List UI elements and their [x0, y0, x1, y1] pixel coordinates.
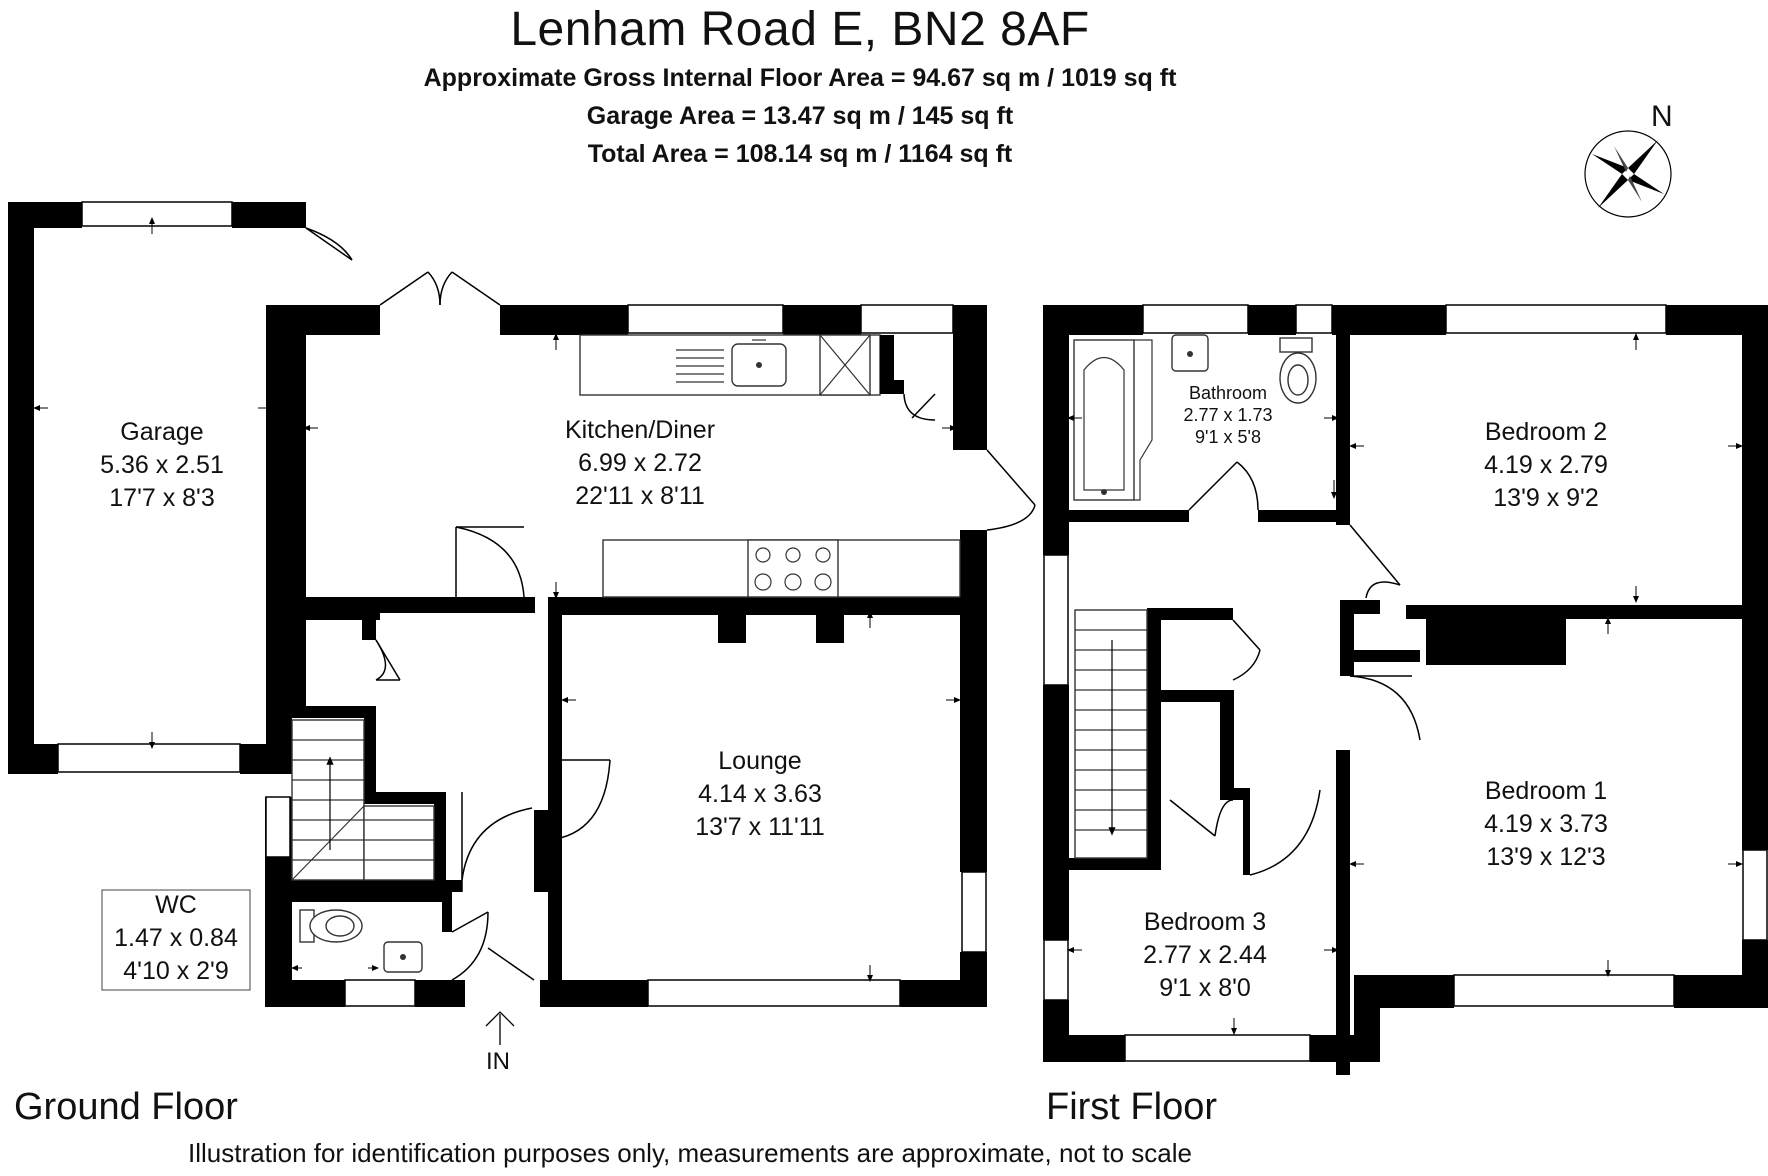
ground-staircase — [291, 719, 435, 881]
room-metric: 4.19 x 3.73 — [1484, 810, 1608, 838]
wc-door — [451, 911, 535, 981]
room-metric: 4.19 x 2.79 — [1484, 451, 1608, 479]
drainer-icon — [676, 349, 724, 383]
bathroom-basin-icon — [1171, 334, 1209, 372]
kitchen-side-door — [986, 449, 1036, 531]
bathroom-toilet-icon — [1279, 337, 1317, 404]
bedroom1-door — [1349, 675, 1421, 741]
bedroom1-label: Bedroom 1 4.19 x 3.73 13'9 x 12'3 — [1446, 775, 1646, 874]
boiler-cupboard-icon — [819, 334, 871, 396]
room-name: Kitchen/Diner — [564, 416, 716, 444]
first-outer-walls — [1043, 304, 1768, 1062]
ground-floor-plan — [8, 201, 1036, 1045]
hall-walls — [265, 597, 548, 907]
room-name: Garage — [120, 418, 204, 446]
room-name: Bedroom 1 — [1484, 777, 1608, 805]
room-imperial: 13'9 x 9'2 — [1493, 484, 1599, 512]
room-metric: 6.99 x 2.72 — [578, 449, 702, 477]
kitchen-hall-door — [455, 526, 525, 598]
garage-label: Garage 5.36 x 2.51 17'7 x 8'3 — [72, 416, 252, 515]
room-name: Bathroom — [1188, 383, 1268, 403]
bedroom3-label: Bedroom 3 2.77 x 2.44 9'1 x 8'0 — [1110, 906, 1300, 1005]
ground-dimension-arrows — [33, 217, 961, 982]
room-metric: 1.47 x 0.84 — [114, 924, 238, 952]
total-area-line: Total Area = 108.14 sq m / 1164 sq ft — [587, 140, 1013, 168]
wc-label: WC 1.47 x 0.84 4'10 x 2'9 — [102, 889, 250, 988]
first-floor-plan — [1043, 304, 1768, 1075]
bath-icon — [1073, 339, 1135, 501]
gross-area-line: Approximate Gross Internal Floor Area = … — [423, 64, 1177, 92]
page-title: Lenham Road E, BN2 8AF — [510, 3, 1090, 56]
compass-north-label: N — [1651, 100, 1673, 133]
garage-area-line: Garage Area = 13.47 sq m / 145 sq ft — [586, 102, 1014, 130]
lounge-walls — [540, 597, 987, 1007]
ground-floor-label: Ground Floor — [14, 1086, 238, 1128]
bathroom-fittings — [1073, 334, 1317, 501]
room-metric: 2.77 x 2.44 — [1143, 941, 1267, 969]
kitchen-cupboard — [880, 335, 936, 421]
room-imperial: 13'7 x 11'11 — [695, 813, 825, 841]
room-name: Lounge — [718, 747, 802, 775]
room-metric: 5.36 x 2.51 — [100, 451, 224, 479]
room-metric: 4.14 x 3.63 — [698, 780, 822, 808]
bedroom2-label: Bedroom 2 4.19 x 2.79 13'9 x 9'2 — [1446, 416, 1646, 515]
first-staircase — [1074, 609, 1148, 859]
hob-icon — [747, 539, 839, 598]
bathroom-label: Bathroom 2.77 x 1.73 9'1 x 5'8 — [1148, 382, 1308, 448]
garage-door-swing — [305, 227, 353, 261]
first-internal-walls — [1069, 305, 1768, 1075]
disclaimer-text: Illustration for identification purposes… — [188, 1138, 1192, 1168]
lounge-label: Lounge 4.14 x 3.63 13'7 x 11'11 — [660, 745, 860, 844]
kitchen-label: Kitchen/Diner 6.99 x 2.72 22'11 x 8'11 — [530, 414, 750, 513]
room-metric: 2.77 x 1.73 — [1183, 405, 1273, 425]
cupboard-door — [375, 639, 401, 681]
landing-door — [1249, 789, 1321, 876]
kitchen-units — [579, 334, 961, 598]
wc-label-box — [101, 889, 251, 991]
room-imperial: 13'9 x 12'3 — [1486, 843, 1606, 871]
entrance-arrow-icon — [485, 1011, 515, 1045]
bathroom-door — [1188, 461, 1259, 511]
entrance-label: IN — [486, 1048, 510, 1075]
room-name: Bedroom 3 — [1143, 908, 1267, 936]
wc-basin-icon — [383, 941, 423, 973]
kitchen-sink-icon — [731, 339, 787, 387]
room-imperial: 9'1 x 5'8 — [1195, 427, 1261, 447]
kitchen-walls — [280, 304, 987, 615]
room-name: WC — [155, 891, 197, 919]
first-dimension-arrows — [1067, 333, 1743, 1035]
kitchen-french-doors — [379, 271, 501, 306]
compass-rose-icon — [1584, 130, 1672, 218]
wc-walls — [265, 892, 465, 1007]
room-imperial: 4'10 x 2'9 — [123, 957, 229, 985]
lounge-door — [547, 759, 611, 841]
bedroom2-door — [1349, 524, 1401, 599]
cupboard-doors — [1169, 619, 1261, 837]
room-imperial: 17'7 x 8'3 — [109, 484, 215, 512]
room-imperial: 9'1 x 8'0 — [1159, 974, 1251, 1002]
first-floor-label: First Floor — [1046, 1086, 1217, 1128]
front-door-swing — [461, 792, 533, 892]
room-imperial: 22'11 x 8'11 — [575, 482, 705, 510]
room-name: Bedroom 2 — [1484, 418, 1608, 446]
wc-toilet-icon — [299, 909, 363, 943]
